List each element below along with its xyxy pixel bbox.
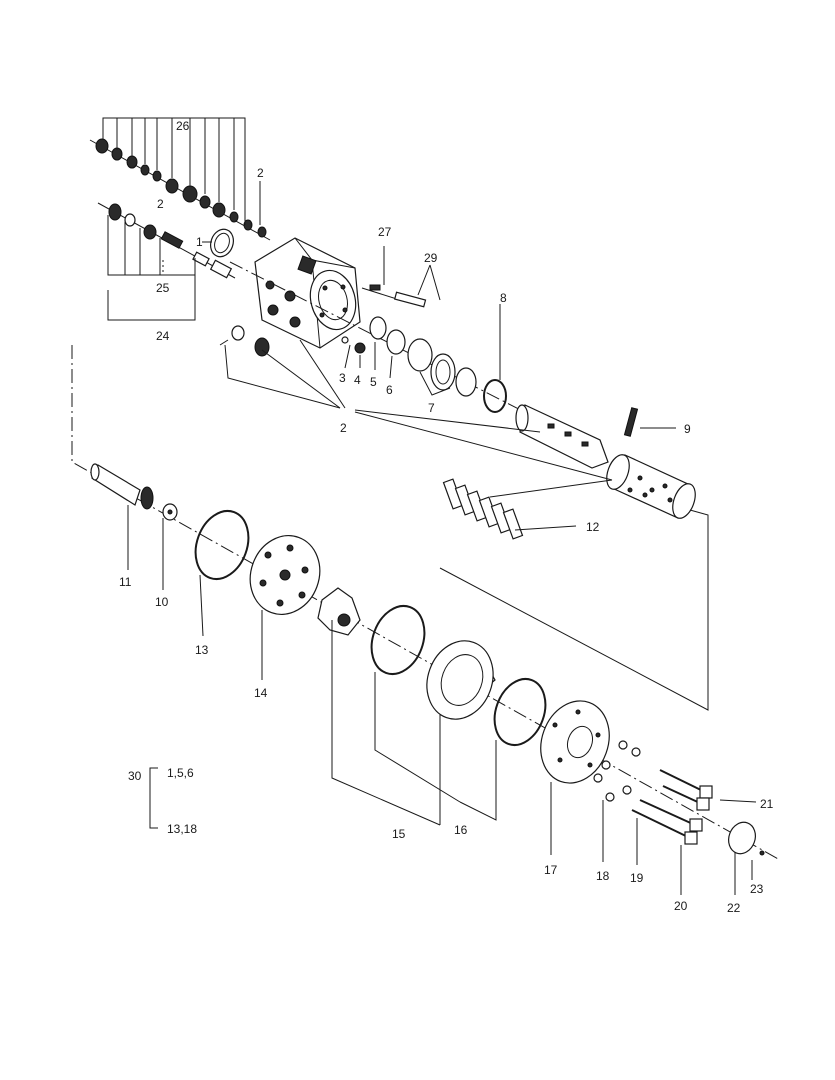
name-plate-22	[728, 821, 756, 855]
rings-3-8	[341, 316, 507, 413]
callout-24: 24	[156, 329, 170, 343]
callout-11: 11	[119, 575, 132, 589]
fitting-2b	[254, 337, 270, 357]
callout-26: 26	[176, 119, 190, 133]
callout-2-bottom: 2	[340, 421, 347, 435]
drive-shaft-11	[90, 463, 154, 510]
end-cap-17	[540, 700, 610, 784]
callout-6: 6	[386, 383, 393, 397]
callout-25: 25	[156, 281, 170, 295]
plate-14	[249, 535, 321, 615]
callout-5: 5	[370, 375, 377, 389]
sleeve	[606, 454, 696, 519]
callout-14: 14	[254, 686, 268, 700]
callout-17: 17	[544, 863, 558, 877]
bolts-19-21	[631, 769, 713, 845]
callout-13: 13	[195, 643, 209, 657]
rotor-gear	[317, 587, 361, 636]
callout-2-mid: 2	[157, 197, 164, 211]
callout-15: 15	[392, 827, 406, 841]
callout-29: 29	[424, 251, 438, 265]
valve-housing	[254, 237, 361, 349]
pins-27-29	[361, 246, 441, 308]
callout-21: 21	[760, 797, 774, 811]
callout-12: 12	[586, 520, 600, 534]
o-ring-16	[493, 678, 547, 746]
callout-9: 9	[684, 422, 691, 436]
leader-lines	[127, 181, 757, 895]
callout-4: 4	[354, 373, 361, 387]
legend-ref: 30	[128, 769, 142, 783]
callout-20: 20	[674, 899, 688, 913]
callout-1: 1	[196, 235, 203, 249]
washers-18	[593, 740, 641, 802]
callout-3: 3	[339, 371, 346, 385]
callout-10: 10	[155, 595, 169, 609]
legend-30: 30 1,5,6 13,18	[128, 766, 197, 836]
legend-bottom: 13,18	[167, 822, 197, 836]
callout-labels: 26 2 2 1 27 29 25 8 24 3 4 5 6 7 2 9 12 …	[119, 119, 774, 915]
callout-2-top: 2	[257, 166, 264, 180]
seal-ring-1	[210, 228, 234, 258]
pin-9	[623, 407, 639, 437]
callout-7: 7	[428, 401, 435, 415]
callout-22: 22	[727, 901, 741, 915]
callout-19: 19	[630, 871, 644, 885]
fittings-row-25	[97, 202, 236, 321]
callout-16: 16	[454, 823, 468, 837]
callout-23: 23	[750, 882, 764, 896]
o-ring-13	[194, 510, 250, 580]
springs-12	[442, 478, 613, 540]
fitting-2a	[231, 325, 245, 341]
stator-16	[426, 640, 496, 720]
legend-top: 1,5,6	[167, 766, 194, 780]
o-ring-15	[370, 605, 426, 675]
fittings-row-26	[89, 117, 271, 241]
spool	[515, 404, 609, 469]
callout-8: 8	[500, 291, 507, 305]
screw-23	[759, 850, 765, 856]
callout-27: 27	[378, 225, 392, 239]
callout-18: 18	[596, 869, 610, 883]
